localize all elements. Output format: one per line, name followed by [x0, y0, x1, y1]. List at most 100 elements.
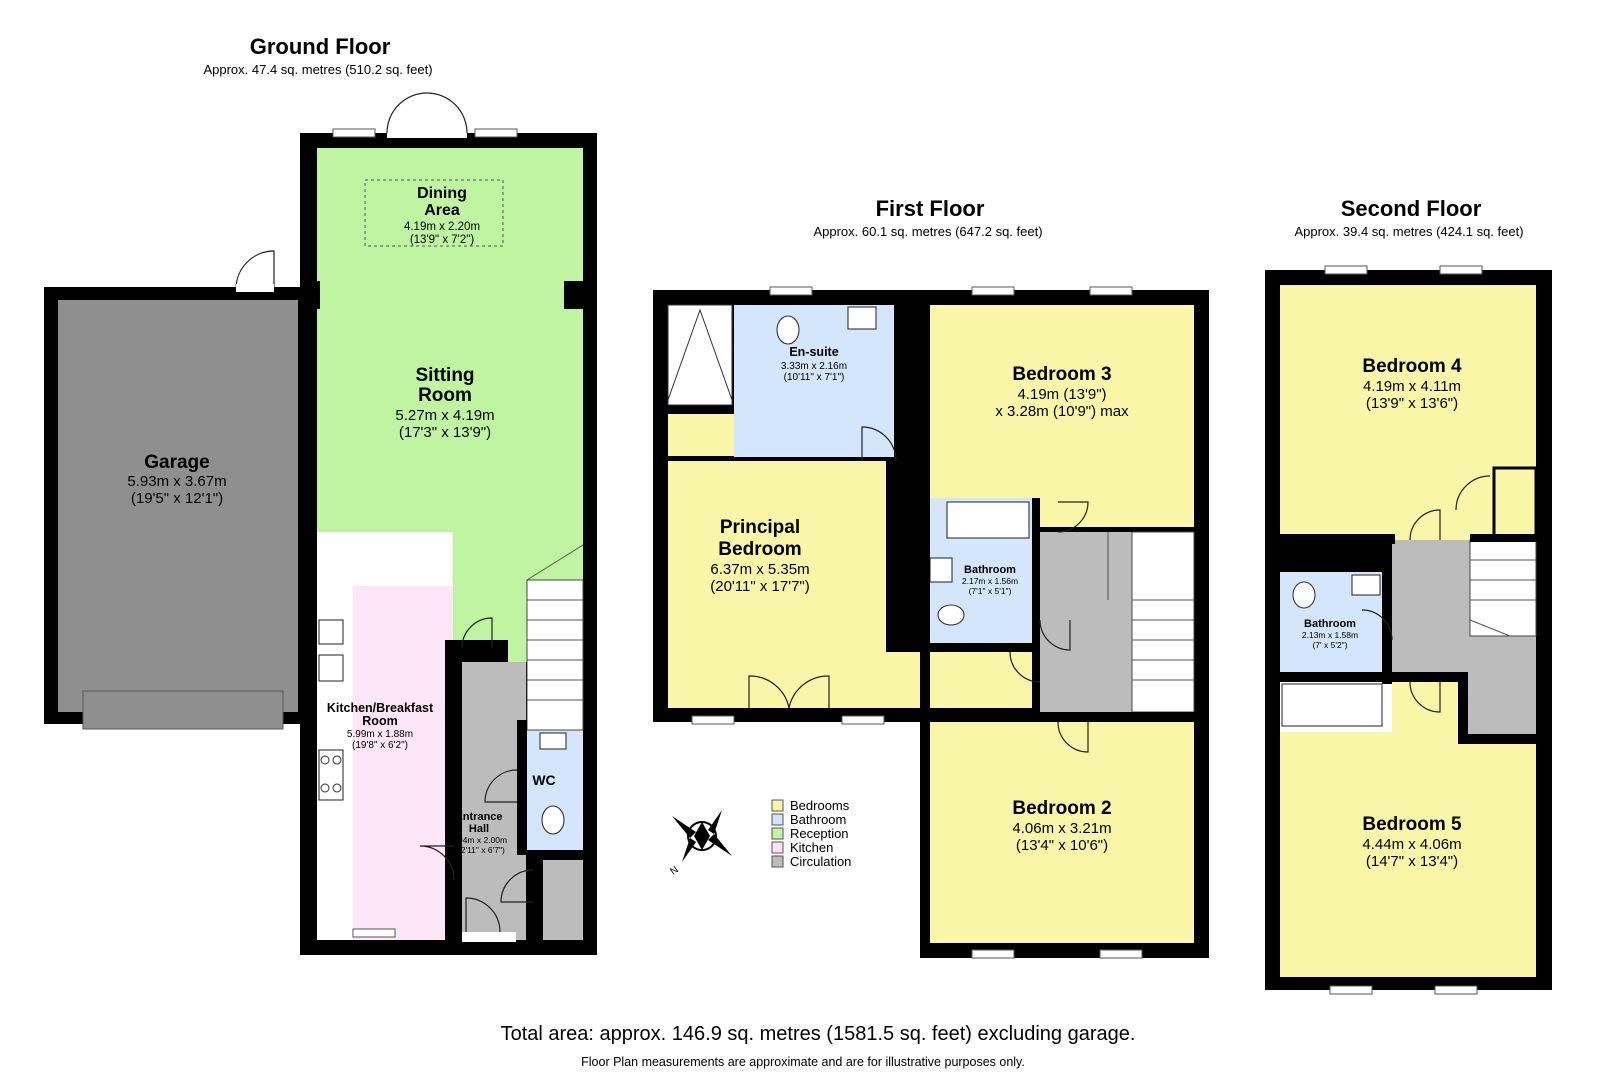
wall-stub-left	[300, 281, 320, 309]
sf-wall-v1	[1382, 544, 1392, 684]
second-stair-treads	[1469, 559, 1536, 637]
wall-stub-right	[564, 281, 584, 309]
legend: Bedrooms Bathroom Reception Kitchen Circ…	[771, 798, 851, 869]
sitting-room-fill	[317, 148, 583, 662]
ensuite-fill	[734, 305, 894, 457]
first-bathroom-name: Bathroom	[964, 564, 1016, 576]
ff-window-6	[971, 949, 1015, 959]
ff-wall-v3	[1032, 498, 1040, 712]
first-bathroom-dim-m: 2.17m x 1.56m	[962, 576, 1018, 586]
legend-reception: Reception	[790, 826, 849, 841]
garage-name: Garage	[144, 452, 209, 473]
ff-wall-v1	[920, 305, 930, 725]
sf-wall-h3	[1265, 672, 1392, 682]
ff-window-3	[1089, 286, 1133, 296]
bedroom2-dim-m: 4.06m x 3.21m	[1012, 820, 1111, 837]
ground-stair-treads	[526, 544, 584, 701]
ff-wall-h1	[734, 457, 914, 461]
bedroom4-name: Bedroom 4	[1362, 356, 1462, 377]
principal-dim-ft: (20'11" x 17'7")	[710, 578, 810, 595]
legend-kitchen: Kitchen	[790, 840, 833, 855]
compass-icon: N	[668, 810, 732, 878]
sf-window-3	[1329, 985, 1373, 995]
sitting-dim-ft: (17'3" x 13'9")	[399, 424, 491, 441]
bath-icon	[946, 501, 1030, 539]
second-basin-icon	[1351, 574, 1381, 596]
second-bath-tub-icon	[1281, 683, 1383, 727]
dining-dim-m: 4.19m x 2.20m	[404, 221, 480, 233]
second-floor-area: Approx. 39.4 sq. metres (424.1 sq. feet)	[1294, 224, 1523, 239]
french-doors	[386, 92, 468, 134]
bedroom2-dim-ft: (13'4" x 10'6")	[1016, 837, 1108, 854]
bedroom3-door	[1057, 501, 1089, 533]
total-area: Total area: approx. 146.9 sq. metres (15…	[501, 1023, 1136, 1045]
sitting-name-1: Sitting	[415, 365, 474, 386]
hall-name-1: Entrance	[455, 811, 502, 823]
ff-window-1	[769, 286, 813, 296]
second-bath-door	[1361, 609, 1393, 641]
ff-wall-h3	[920, 712, 1209, 722]
ensuite-toilet-icon	[776, 315, 800, 345]
ff-window-2	[971, 286, 1015, 296]
legend-swatch-reception	[771, 827, 784, 840]
bedroom4-dim-ft: (13'9" x 13'6")	[1366, 395, 1458, 412]
bedroom3-dim-1: 4.19m (13'9")	[1017, 386, 1106, 403]
first-stair-treads	[1107, 532, 1194, 681]
garage-door-gap	[236, 284, 274, 292]
bed4-door	[1409, 509, 1441, 541]
sf-wall-h1	[1265, 534, 1395, 544]
bathroom-door	[1039, 619, 1071, 651]
first-floor-title: First Floor	[876, 196, 985, 221]
sf-wall-h2	[1470, 534, 1552, 542]
wc-door	[484, 769, 518, 803]
dining-name-2: Area	[424, 202, 460, 219]
sf-window-4	[1434, 985, 1478, 995]
bedroom2-fill	[930, 722, 1194, 943]
landing-extension	[1468, 672, 1536, 734]
sitting-dim-m: 5.27m x 4.19m	[395, 407, 494, 424]
french-door-gap	[387, 128, 467, 138]
second-floor-title: Second Floor	[1341, 196, 1482, 221]
dining-dim-ft: (13'9" x 7'2")	[410, 234, 475, 246]
hall-dim-ft: (12'11" x 6'7")	[453, 845, 505, 855]
dining-name-1: Dining	[417, 185, 467, 202]
landing-fill	[1040, 532, 1132, 712]
ensuite-door	[861, 426, 897, 462]
wc-basin-icon	[539, 732, 567, 750]
bedroom3-fill	[930, 305, 1194, 527]
ground-floor-title: Ground Floor	[250, 34, 391, 59]
bedroom2-door	[1057, 721, 1089, 753]
first-floor: First Floor Approx. 60.1 sq. metres (647…	[653, 196, 1209, 959]
juliet-doors	[748, 675, 830, 709]
front-door-gap	[462, 932, 516, 942]
kitchen-name-2: Room	[362, 714, 397, 728]
principal-bedroom-fill	[668, 461, 1040, 708]
sf-wall-h5	[1458, 734, 1552, 744]
first-toilet-icon	[937, 604, 965, 626]
bedroom3-dim-2: x 3.28m (10'9") max	[995, 403, 1129, 420]
shower-icon	[667, 308, 733, 401]
ground-window-1	[332, 128, 376, 138]
second-bathroom-dim-m: 2.13m x 1.58m	[1302, 630, 1358, 640]
hall-name-2: Hall	[469, 823, 489, 835]
garage-dim-ft: (19'5" x 12'1")	[131, 490, 223, 507]
principal-dim-m: 6.37m x 5.35m	[710, 561, 809, 578]
bedroom5-dim-ft: (14'7" x 13'4")	[1366, 853, 1458, 870]
front-door	[465, 897, 501, 933]
legend-circulation: Circulation	[790, 854, 851, 869]
dining-area-outline	[364, 179, 504, 247]
sitting-name-2: Room	[418, 385, 472, 406]
kitchen-fill	[353, 586, 453, 940]
ff-wall-v2	[894, 305, 904, 465]
ff-window-5	[841, 715, 885, 725]
garage-door	[82, 690, 284, 730]
ensuite-basin-icon	[847, 306, 877, 330]
principal-name-2: Bedroom	[718, 539, 801, 560]
second-floor: Second Floor Approx. 39.4 sq. metres (42…	[1265, 196, 1552, 995]
dishwasher-icon	[318, 654, 344, 682]
ground-floor: Ground Floor Approx. 47.4 sq. metres (51…	[44, 34, 597, 955]
kitchen-door	[419, 845, 455, 881]
legend-swatch-kitchen	[771, 841, 784, 854]
ensuite-name: En-suite	[789, 345, 838, 359]
